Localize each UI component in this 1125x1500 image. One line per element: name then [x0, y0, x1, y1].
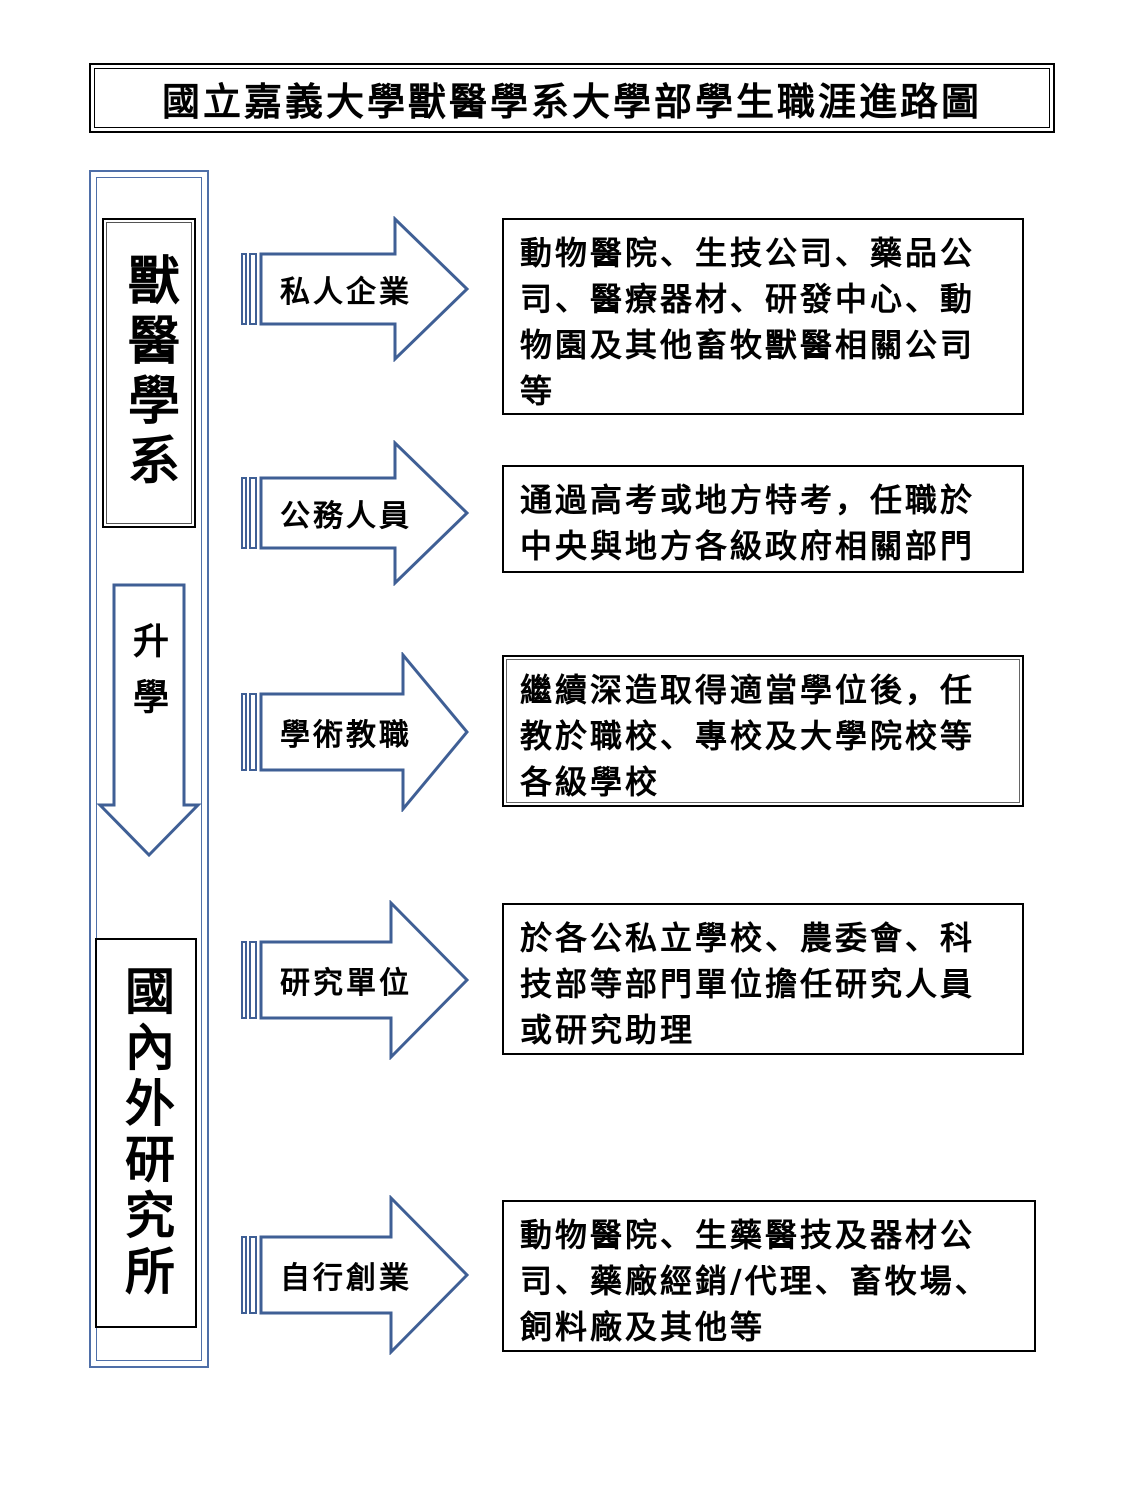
arrow-shape [241, 1195, 470, 1355]
arrow-shape [241, 216, 470, 362]
path-description: 通過高考或地方特考，任職於中央與地方各級政府相關部門 [520, 481, 976, 565]
path-arrow-civil-service: 公務人員 [239, 440, 471, 586]
path-description: 繼續深造取得適當學位後，任教於職校、專校及大學院校等各級學校 [520, 671, 976, 801]
path-label: 研究單位 [280, 966, 412, 1001]
side-panel [89, 170, 209, 1368]
path-label: 公務人員 [280, 499, 412, 534]
path-arrow-research: 研究單位 [239, 900, 471, 1060]
path-description: 動物醫院、生藥醫技及器材公司、藥廠經銷/代理、畜牧場、飼料廠及其他等 [520, 1216, 990, 1346]
path-arrow-academic: 學術教職 [239, 652, 471, 812]
further-study-arrow [96, 583, 202, 858]
chart-title: 國立嘉義大學獸醫學系大學部學生職涯進路圖 [161, 78, 982, 124]
department-box: 獸醫學系 [102, 218, 196, 528]
graduate-school-box: 國內外研究所 [95, 938, 197, 1328]
side-panel-inner-border [96, 177, 202, 1361]
further-study-label: 升學 [127, 622, 169, 734]
path-description-box-civil-service: 通過高考或地方特考，任職於中央與地方各級政府相關部門 [502, 465, 1024, 573]
path-arrow-entrepreneurship: 自行創業 [239, 1195, 471, 1355]
graduate-school-label: 國內外研究所 [117, 965, 176, 1301]
arrow-shape [241, 900, 470, 1060]
path-description-box-research: 於各公私立學校、農委會、科技部等部門單位擔任研究人員或研究助理 [502, 903, 1024, 1055]
chart-title-box: 國立嘉義大學獸醫學系大學部學生職涯進路圖 [89, 63, 1055, 133]
path-description-box-entrepreneurship: 動物醫院、生藥醫技及器材公司、藥廠經銷/代理、畜牧場、飼料廠及其他等 [502, 1200, 1036, 1352]
department-label: 獸醫學系 [118, 253, 180, 493]
path-arrow-private: 私人企業 [239, 216, 471, 362]
arrow-shape [241, 652, 469, 812]
path-description-box-private: 動物醫院、生技公司、藥品公司、醫療器材、研發中心、動物園及其他畜牧獸醫相關公司等 [502, 218, 1024, 415]
arrow-shape [241, 440, 470, 586]
path-label: 學術教職 [280, 718, 412, 753]
path-label: 私人企業 [280, 275, 412, 310]
path-description-box-academic: 繼續深造取得適當學位後，任教於職校、專校及大學院校等各級學校 [502, 655, 1024, 807]
path-description: 於各公私立學校、農委會、科技部等部門單位擔任研究人員或研究助理 [520, 919, 976, 1049]
path-description: 動物醫院、生技公司、藥品公司、醫療器材、研發中心、動物園及其他畜牧獸醫相關公司等 [520, 234, 976, 410]
path-label: 自行創業 [280, 1261, 412, 1296]
